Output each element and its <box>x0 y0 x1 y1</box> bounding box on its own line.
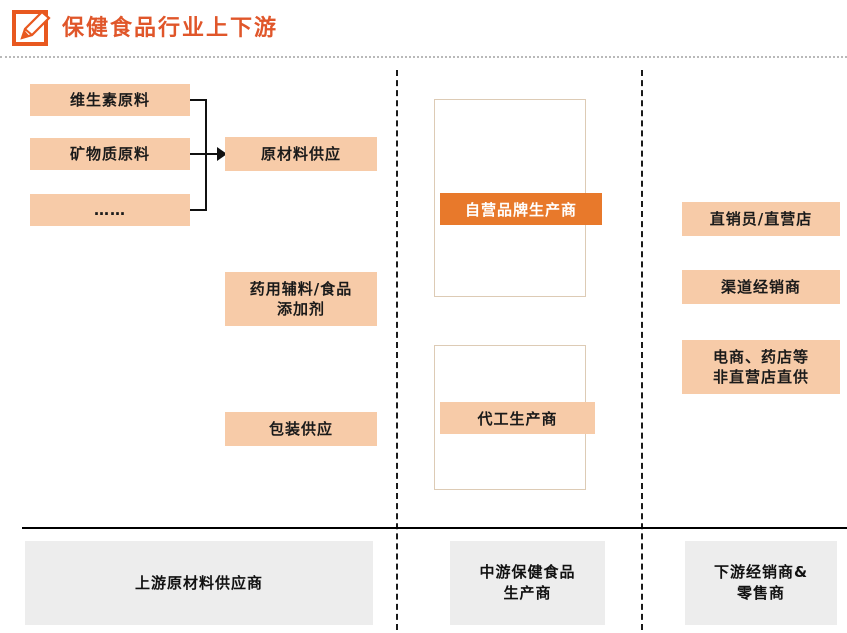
node-direct-sales-store[interactable]: 直销员/直营店 <box>682 202 840 236</box>
connector-vertical-spine <box>205 99 207 211</box>
page-title: 保健食品行业上下游 <box>62 16 279 41</box>
column-divider-upstream-midstream <box>396 70 398 630</box>
header-divider-rule <box>0 56 847 58</box>
node-mineral-raw-material[interactable]: 矿物质原料 <box>30 138 190 170</box>
connector-stub-vitamin <box>190 99 207 101</box>
footer-divider-rule <box>22 527 847 529</box>
node-other-raw-material[interactable]: …… <box>30 194 190 226</box>
arrow-head-icon <box>217 147 227 161</box>
node-channel-distributor[interactable]: 渠道经销商 <box>682 270 840 304</box>
node-ecommerce-pharmacy[interactable]: 电商、药店等 非直营店直供 <box>682 340 840 394</box>
node-oem-manufacturer[interactable]: 代工生产商 <box>440 402 595 434</box>
footer-label-upstream: 上游原材料供应商 <box>25 541 373 625</box>
node-vitamin-raw-material[interactable]: 维生素原料 <box>30 84 190 116</box>
footer-label-downstream: 下游经销商& 零售商 <box>685 541 837 625</box>
connector-arrow-shaft <box>205 153 219 155</box>
diagram-header: 保健食品行业上下游 <box>0 0 847 58</box>
connector-stub-mineral <box>190 153 207 155</box>
node-raw-material-supply[interactable]: 原材料供应 <box>225 137 377 171</box>
column-divider-midstream-downstream <box>641 70 643 630</box>
pencil-note-icon <box>12 10 52 48</box>
footer-label-midstream: 中游保健食品 生产商 <box>450 541 605 625</box>
connector-stub-other <box>190 209 207 211</box>
node-packaging-supply[interactable]: 包装供应 <box>225 412 377 446</box>
node-own-brand-manufacturer[interactable]: 自营品牌生产商 <box>440 193 602 225</box>
node-pharmaceutical-excipient[interactable]: 药用辅料/食品 添加剂 <box>225 272 377 326</box>
